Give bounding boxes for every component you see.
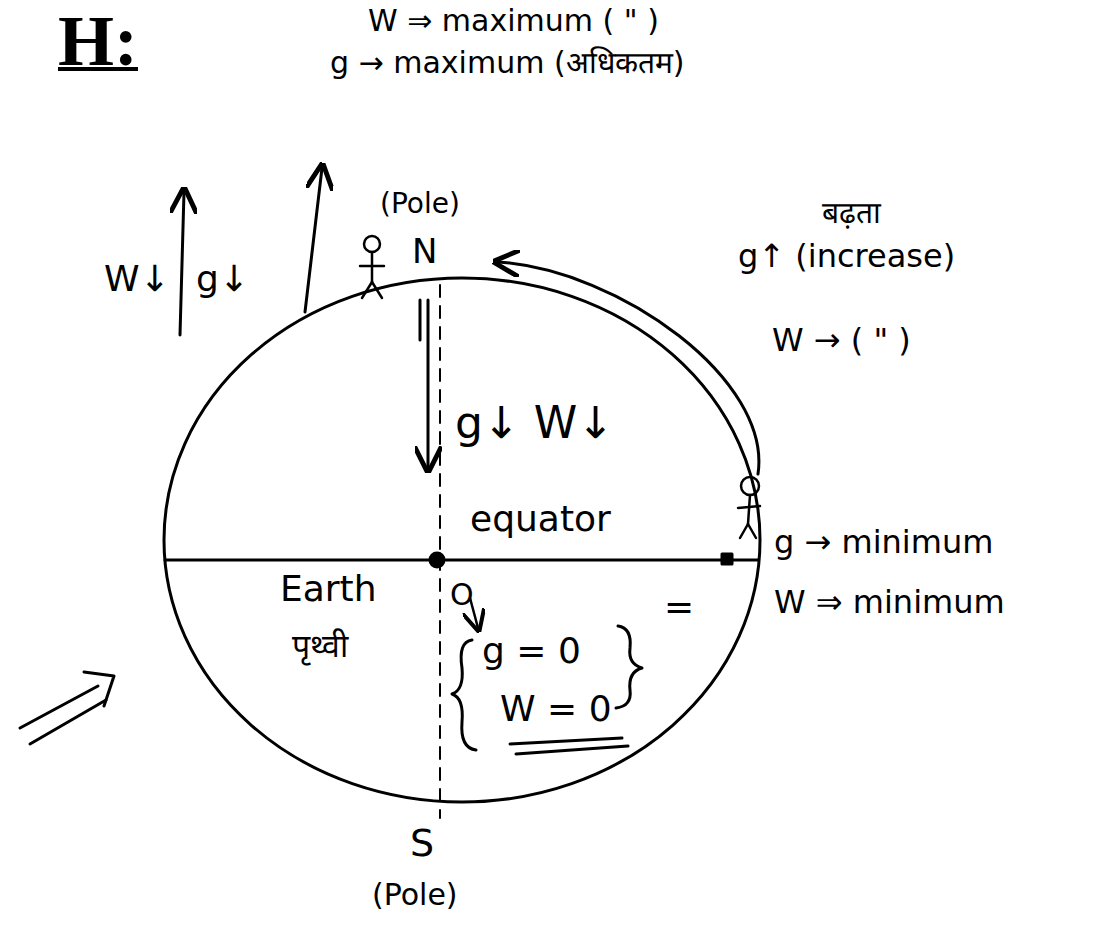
annotation-label: W ⇒ minimum xyxy=(774,584,1005,621)
brace xyxy=(452,640,476,750)
person-figure xyxy=(738,477,760,538)
annotation-label: W = 0 xyxy=(500,688,612,729)
annotation-label: g → maximum (अधिकतम) xyxy=(330,46,684,81)
annotation-label: equator xyxy=(470,498,611,539)
axis-mark xyxy=(419,300,422,340)
annotation-label: g↓ W↓ xyxy=(455,398,614,449)
underline xyxy=(510,738,622,744)
annotation-label: (Pole) xyxy=(372,878,458,913)
down-arrow xyxy=(427,300,430,468)
annotation-label: Earth xyxy=(280,568,377,609)
annotation-label: W → ( " ) xyxy=(772,322,911,359)
annotation-label: g → minimum xyxy=(774,524,993,561)
annotation-label: बढ़ता xyxy=(822,196,881,231)
underline xyxy=(516,746,628,754)
annotation-label: g↓ xyxy=(196,258,249,299)
equator-dot xyxy=(722,554,732,564)
annotation-label: g↑ (increase) xyxy=(738,238,955,275)
annotation-label: S xyxy=(410,822,434,866)
up-arrow xyxy=(180,192,184,335)
earth-outline xyxy=(164,278,760,802)
up-arrow xyxy=(305,168,322,312)
annotation-label: N xyxy=(412,232,437,271)
axis-line xyxy=(439,285,441,818)
heading: H: xyxy=(58,2,138,81)
annotation-label: W ⇒ maximum ( " ) xyxy=(368,4,659,39)
brace xyxy=(616,626,642,708)
annotation-label: (Pole) xyxy=(380,188,460,220)
annotation-label: = xyxy=(664,586,694,627)
annotation-label: W↓ xyxy=(104,258,170,299)
annotation-label: पृथ्वी xyxy=(292,628,348,665)
equator-line xyxy=(165,559,758,562)
centre-dot xyxy=(430,553,444,567)
annotation-label: g = 0 xyxy=(482,630,581,671)
double-arrow xyxy=(20,672,114,744)
person-figure xyxy=(360,236,384,298)
annotation-label: O xyxy=(450,578,474,613)
